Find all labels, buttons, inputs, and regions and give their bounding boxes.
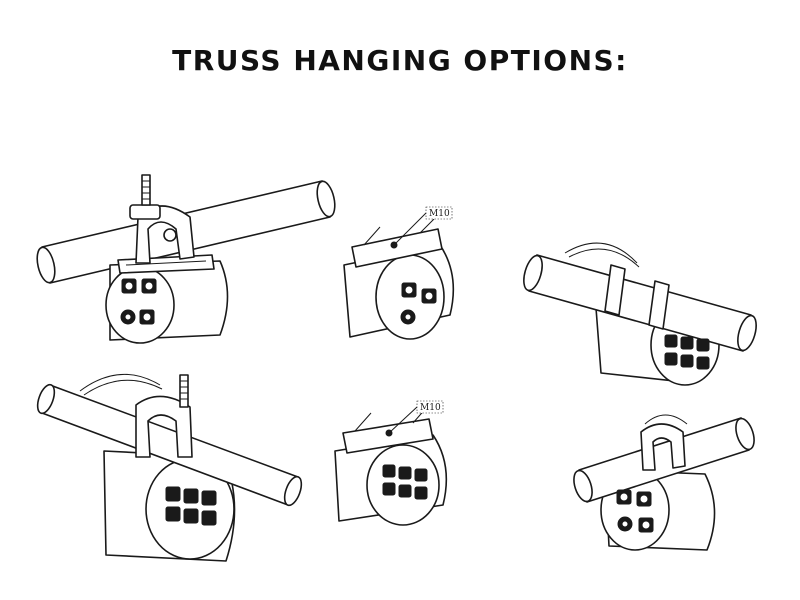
figure-m10-bracket-top-middle: M10	[343, 206, 455, 340]
page-title: TRUSS HANGING OPTIONS:	[172, 44, 628, 77]
figure-clamp-mount-bottom-right	[573, 414, 755, 551]
figure-clamp-cable-mount-bottom-left	[36, 373, 303, 562]
figure-m10-bracket-bottom-middle: M10	[334, 400, 448, 526]
bolt-size-label-bottom: M10	[420, 403, 441, 413]
figure-strap-mount-top-right	[523, 242, 757, 386]
bolt-size-label-top: M10	[429, 209, 450, 219]
figure-clamp-mount-top-left	[36, 174, 336, 344]
